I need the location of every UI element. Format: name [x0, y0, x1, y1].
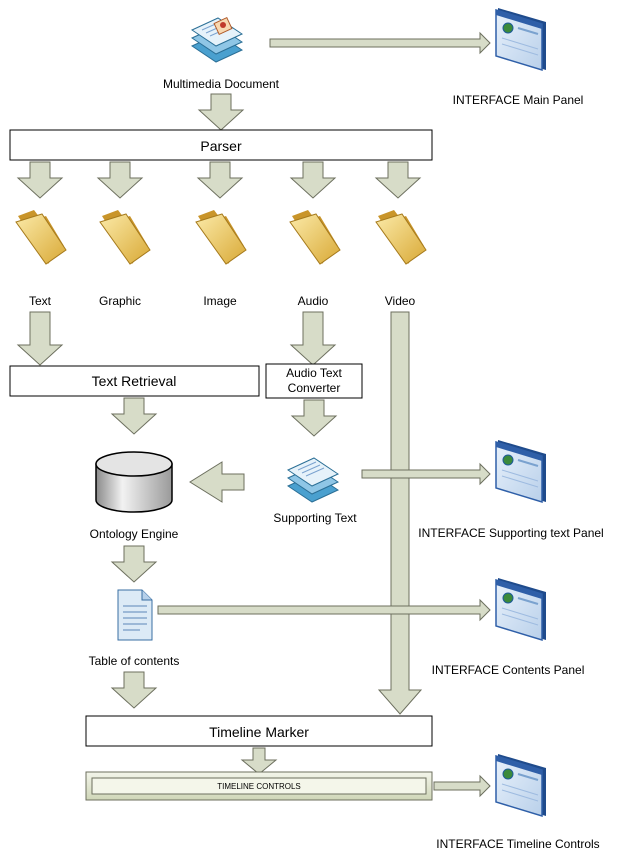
arrow-parser-to-image [197, 161, 243, 199]
supporting-text-label: Supporting Text [273, 511, 357, 525]
interface-contents-panel-label: INTERFACE Contents Panel [432, 663, 585, 677]
interface-main-panel-label: INTERFACE Main Panel [453, 93, 584, 107]
interface-supporting-panel-label: INTERFACE Supporting text Panel [418, 526, 603, 540]
browser-window-icon [495, 753, 547, 817]
timeline-marker-box [85, 715, 433, 747]
multimedia-document-label: Multimedia Document [163, 77, 280, 91]
interface-timeline-controls-label: INTERFACE Timeline Controls [436, 837, 599, 851]
audio-text-converter-label-line1: Audio Text [286, 366, 342, 380]
browser-window-icon [495, 7, 547, 71]
document-stack-icon [287, 457, 339, 503]
arrow-toc-to-timeline [111, 671, 157, 709]
folder-icon [375, 209, 427, 265]
table-of-contents-label: Table of contents [89, 654, 180, 668]
timeline-marker-label: Timeline Marker [209, 724, 309, 740]
database-icon [95, 451, 173, 513]
arrow-parser-to-video [375, 161, 421, 199]
parser-box [9, 129, 433, 161]
parser-label: Parser [200, 138, 242, 154]
folder-icon [289, 209, 341, 265]
arrow-video-to-timeline [377, 311, 423, 715]
arrow-marker-to-controls [240, 747, 278, 775]
arrow-parser-to-audio [290, 161, 336, 199]
arrow-doc-to-main-panel [269, 31, 491, 55]
audio-text-converter-label-line2: Converter [288, 381, 341, 395]
arrow-converter-to-supporting [291, 399, 337, 437]
document-stack-icon [191, 16, 243, 63]
text-retrieval-label: Text Retrieval [92, 373, 177, 389]
arrow-text-to-retrieval [16, 311, 64, 366]
arrow-doc-to-parser [198, 93, 244, 131]
arrow-retrieval-to-ontology [111, 397, 157, 435]
graphic-folder-label: Graphic [99, 294, 141, 308]
arrow-parser-to-graphic [97, 161, 143, 199]
timeline-controls-label: TIMELINE CONTROLS [217, 782, 301, 791]
folder-icon [195, 209, 247, 265]
arrow-audio-to-converter [289, 311, 337, 366]
arrow-supporting-to-panel [361, 462, 491, 486]
arrow-supporting-to-ontology [189, 461, 245, 503]
browser-window-icon [495, 577, 547, 641]
video-folder-label: Video [385, 294, 416, 308]
arrow-ontology-to-toc [111, 545, 157, 583]
image-folder-label: Image [203, 294, 237, 308]
folder-icon [15, 209, 67, 265]
browser-window-icon [495, 439, 547, 503]
text-retrieval-box [9, 365, 260, 397]
folder-icon [99, 209, 151, 265]
document-icon [117, 589, 153, 641]
audio-text-converter-box [265, 363, 363, 399]
audio-folder-label: Audio [298, 294, 329, 308]
text-folder-label: Text [29, 294, 52, 308]
arrow-toc-to-contents-panel [157, 598, 491, 622]
timeline-controls-bar [85, 771, 433, 801]
arrow-controls-to-timeline-panel [433, 774, 491, 798]
ontology-engine-label: Ontology Engine [90, 527, 179, 541]
arrow-parser-to-text [17, 161, 63, 199]
